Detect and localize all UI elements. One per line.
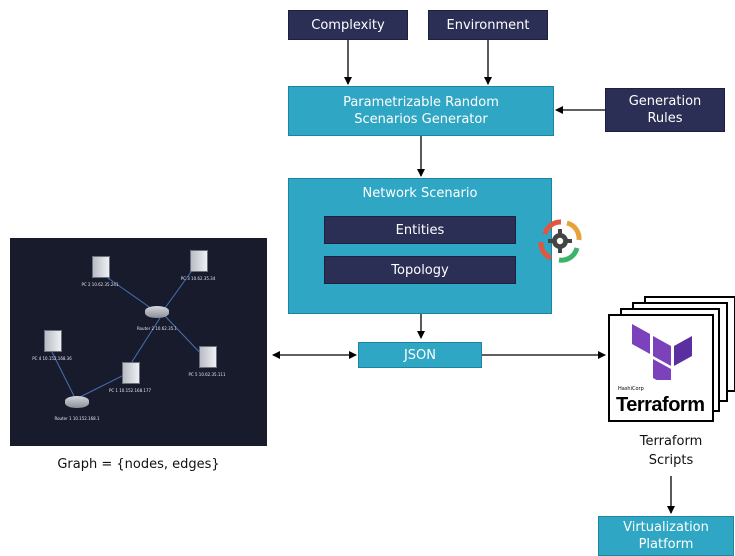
router-icon [65, 396, 89, 408]
graph-node-pc: PC 4 10.152.168.36 [32, 330, 72, 361]
generation-rules-label: Generation Rules [628, 94, 702, 126]
entities-box: Entities [324, 216, 516, 244]
generator-box: Parametrizable Random Scenarios Generato… [288, 86, 554, 136]
computer-icon [122, 362, 140, 384]
topology-label: Topology [391, 262, 449, 278]
terraform-vendor: HashiCorp [618, 386, 644, 392]
virtualization-label: Virtualization Platform [623, 520, 709, 552]
graph-node-label: PC 5 10.62.35.111 [188, 372, 226, 377]
json-box: JSON [358, 342, 482, 368]
terraform-caption: Terraform Scripts [639, 434, 703, 468]
complexity-box: Complexity [288, 10, 408, 40]
terraform-icon [632, 324, 692, 380]
computer-icon [92, 256, 110, 278]
virtualization-box: Virtualization Platform [598, 516, 734, 556]
computer-icon [190, 250, 208, 272]
gear-cycle-icon [538, 219, 582, 263]
network-scenario-box: Network Scenario Entities Topology [288, 178, 552, 314]
environment-box: Environment [428, 10, 548, 40]
graph-node-label: PC 3 10.62.35.34 [180, 276, 216, 281]
graph-node-router: Router 2 10.62.35.1 [137, 300, 177, 331]
network-scenario-title: Network Scenario [362, 186, 478, 201]
environment-label: Environment [446, 17, 530, 33]
generation-rules-box: Generation Rules [605, 88, 725, 132]
graph-node-label: PC 2 10.62.35.241 [81, 282, 119, 287]
graph-node-pc: PC 1 10.152.168.177 [109, 362, 151, 393]
terraform-stack: HashiCorp Terraform [608, 296, 735, 422]
terraform-wordmark: Terraform [616, 394, 705, 416]
graph-node-pc: PC 3 10.62.35.34 [181, 250, 215, 281]
generator-label: Parametrizable Random Scenarios Generato… [343, 95, 499, 127]
json-label: JSON [403, 347, 437, 363]
computer-icon [199, 346, 217, 368]
graph-node-label: Router 2 10.62.35.1 [137, 326, 177, 331]
graph-node-label: Router 1 10.152.168.1 [54, 416, 100, 421]
router-icon [145, 306, 169, 318]
graph-caption: Graph = {nodes, edges} [57, 457, 220, 472]
graph-node-pc: PC 5 10.62.35.111 [188, 346, 226, 377]
terraform-logo: HashiCorp Terraform [608, 314, 714, 422]
computer-icon [44, 330, 62, 352]
topology-box: Topology [324, 256, 516, 284]
graph-node-label: PC 4 10.152.168.36 [32, 356, 72, 361]
graph-node-pc: PC 2 10.62.35.241 [81, 256, 119, 287]
entities-label: Entities [395, 222, 445, 238]
graph-node-router: Router 1 10.152.168.1 [54, 390, 100, 421]
graph-node-label: PC 1 10.152.168.177 [108, 388, 152, 393]
complexity-label: Complexity [311, 17, 385, 33]
